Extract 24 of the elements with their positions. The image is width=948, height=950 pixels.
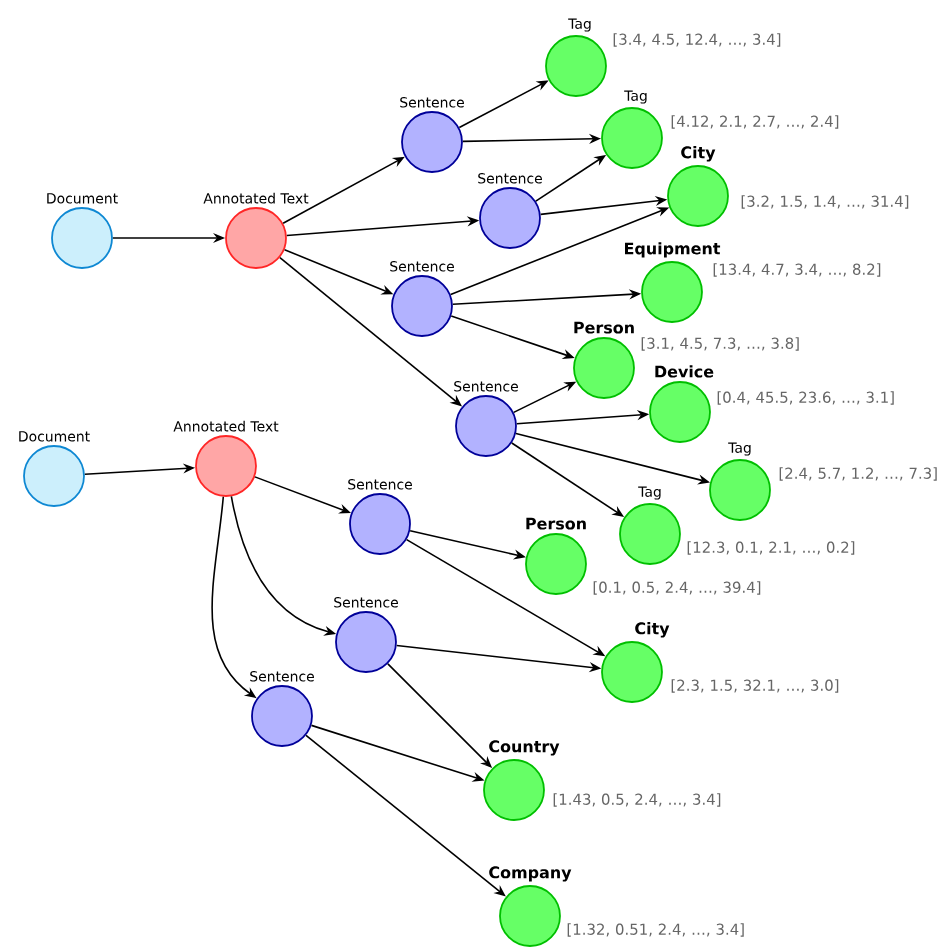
tag-circle [709, 459, 771, 521]
sentence-circle [349, 493, 411, 555]
sentence-circle [335, 611, 397, 673]
arrow [305, 734, 506, 897]
entity-circle [641, 261, 703, 323]
entity-circle [667, 165, 729, 227]
node-circle [51, 207, 113, 269]
sentence-circle [251, 685, 313, 747]
entity-circle [601, 641, 663, 703]
node-circle [195, 435, 257, 497]
entity-circle [483, 759, 545, 821]
node-circle [225, 207, 287, 269]
tag-circle [545, 35, 607, 97]
entity-circle [649, 381, 711, 443]
entity-circle [573, 337, 635, 399]
entity-circle [499, 885, 561, 947]
tag-circle [619, 503, 681, 565]
sentence-circle [455, 395, 517, 457]
sentence-circle [479, 187, 541, 249]
tag-circle [601, 107, 663, 169]
node-circle [23, 445, 85, 507]
sentence-circle [391, 275, 453, 337]
sentence-circle [401, 111, 463, 173]
entity-circle [525, 533, 587, 595]
